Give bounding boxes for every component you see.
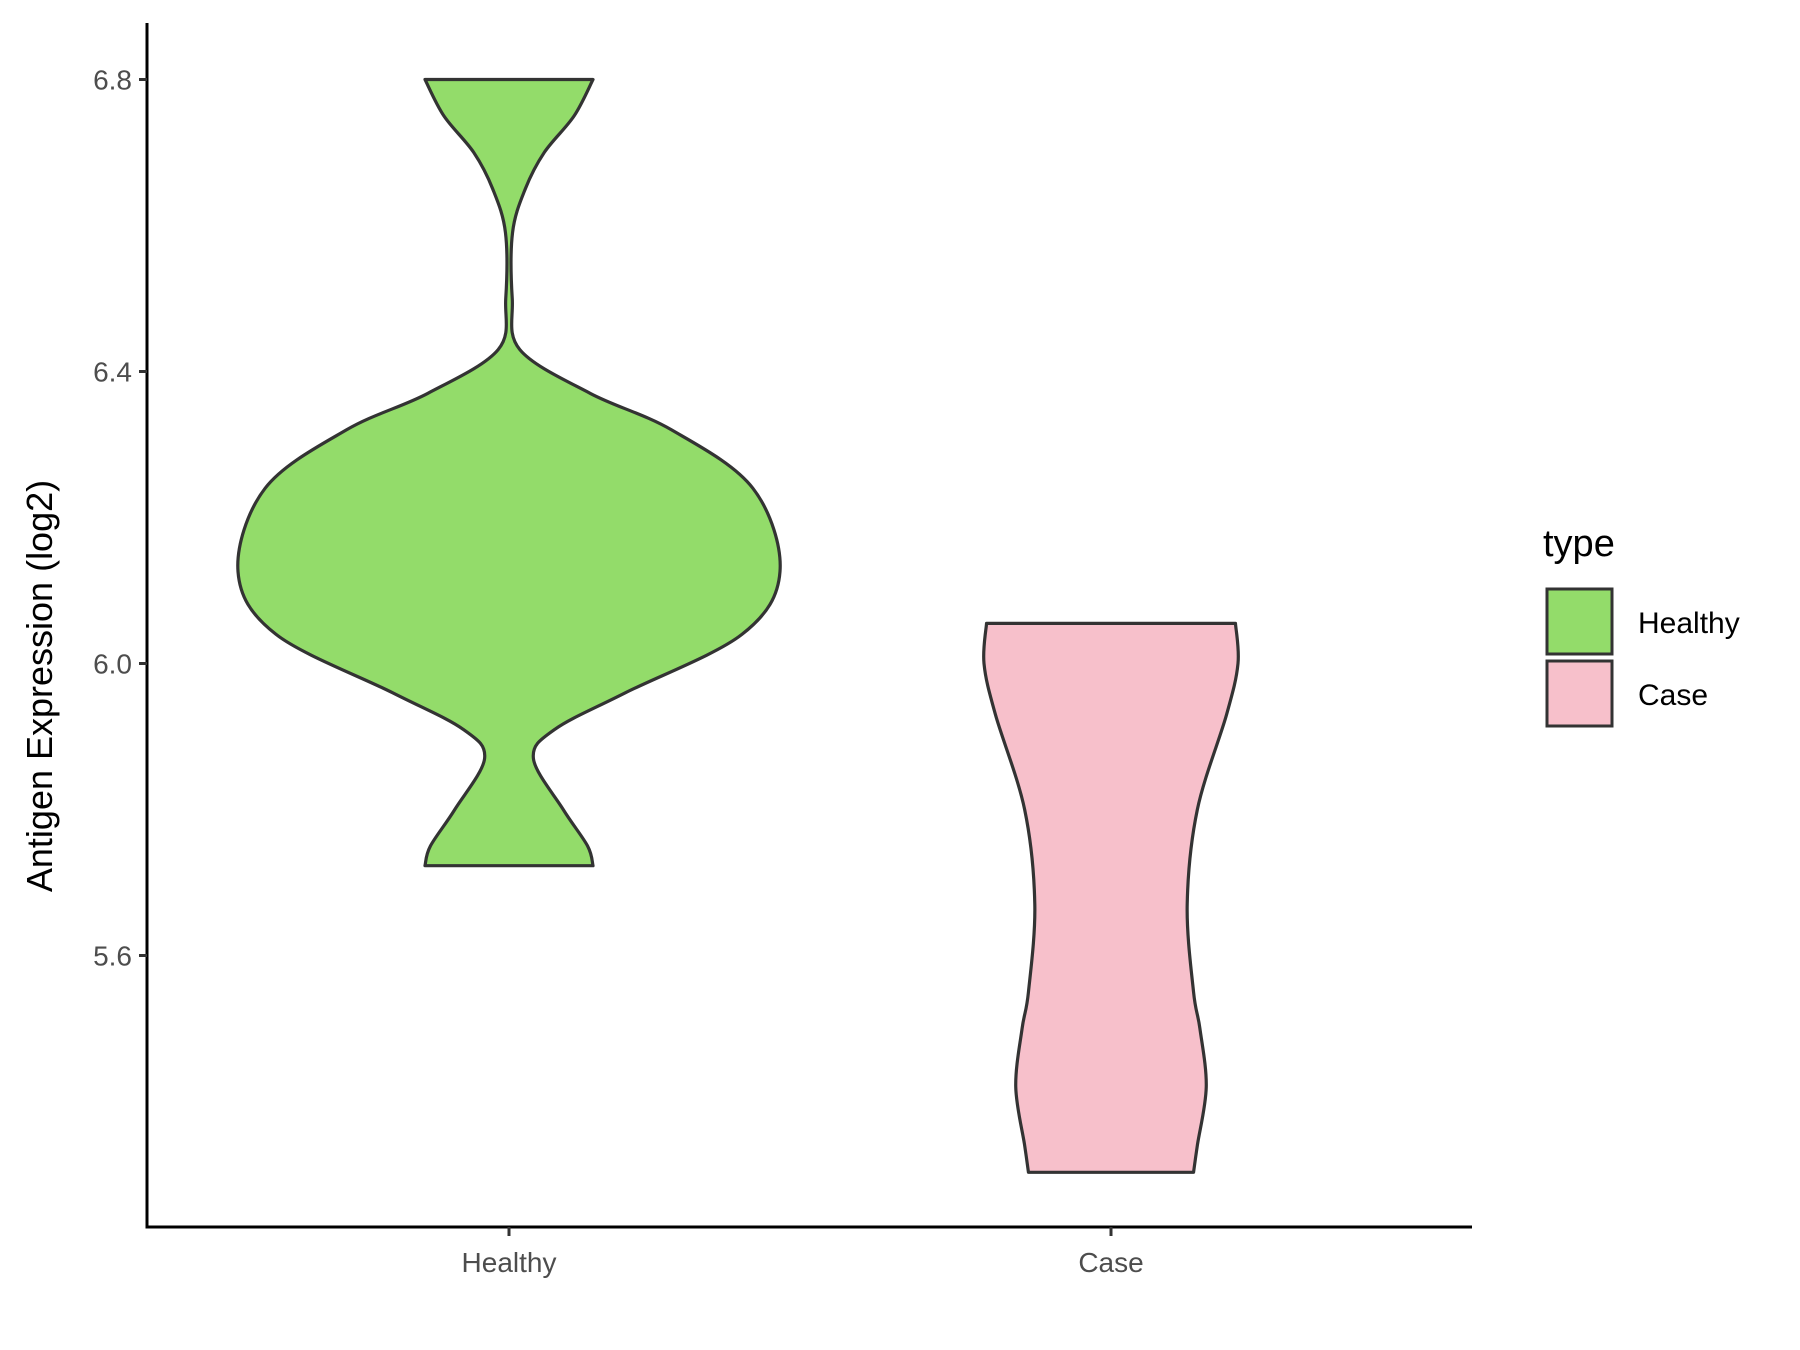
violin-healthy bbox=[236, 77, 782, 868]
legend: type Healthy Case bbox=[1543, 523, 1740, 728]
violins bbox=[236, 77, 1240, 1174]
x-ticks: Healthy Case bbox=[462, 1227, 1144, 1278]
y-tick-label: 6.0 bbox=[93, 649, 132, 680]
y-axis-title: Antigen Expression (log2) bbox=[19, 480, 60, 892]
violin-case bbox=[982, 621, 1240, 1174]
y-tick-label: 6.4 bbox=[93, 357, 132, 388]
x-tick-label: Healthy bbox=[462, 1247, 557, 1278]
legend-label-case: Case bbox=[1638, 679, 1708, 712]
x-tick-label: Case bbox=[1078, 1247, 1143, 1278]
legend-title: type bbox=[1543, 523, 1615, 565]
legend-key-healthy bbox=[1545, 587, 1614, 656]
y-ticks: 5.6 6.0 6.4 6.8 bbox=[93, 65, 147, 972]
legend-key-case bbox=[1545, 659, 1614, 728]
y-tick-label: 6.8 bbox=[93, 65, 132, 96]
y-tick-label: 5.6 bbox=[93, 941, 132, 972]
legend-label-healthy: Healthy bbox=[1638, 607, 1740, 640]
